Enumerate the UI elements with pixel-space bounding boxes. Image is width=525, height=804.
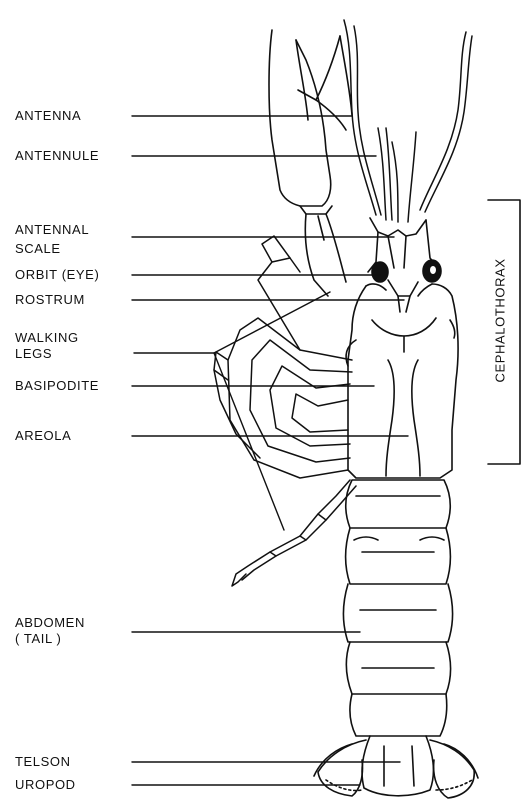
claw-drawing	[269, 30, 352, 296]
label-antenna: ANTENNA	[15, 108, 81, 124]
label-basipodite: BASIPODITE	[15, 378, 99, 394]
label-abdomen-line1: ABDOMEN	[15, 615, 85, 631]
label-abdomen-line2: ( TAIL )	[15, 631, 61, 647]
label-orbit: ORBIT (EYE)	[15, 267, 99, 283]
label-uropod: UROPOD	[15, 777, 76, 793]
label-cephalothorax: CEPHALOTHORAX	[493, 273, 508, 383]
leader-lines	[132, 116, 408, 785]
walking-legs-drawing	[214, 236, 356, 586]
label-walking-legs-line2: LEGS	[15, 346, 52, 362]
antennae-drawing	[344, 20, 472, 222]
label-antennal-scale-line2: SCALE	[15, 241, 61, 257]
label-rostrum: ROSTRUM	[15, 292, 85, 308]
label-telson: TELSON	[15, 754, 71, 770]
label-areola: AREOLA	[15, 428, 71, 444]
head-drawing	[368, 218, 441, 312]
carapace-drawing	[346, 284, 458, 478]
tail-fan-drawing	[314, 736, 478, 798]
label-antennule: ANTENNULE	[15, 148, 99, 164]
label-walking-legs-line1: WALKING	[15, 330, 79, 346]
label-antennal-scale-line1: ANTENNAL	[15, 222, 89, 238]
abdomen-drawing	[344, 480, 453, 736]
